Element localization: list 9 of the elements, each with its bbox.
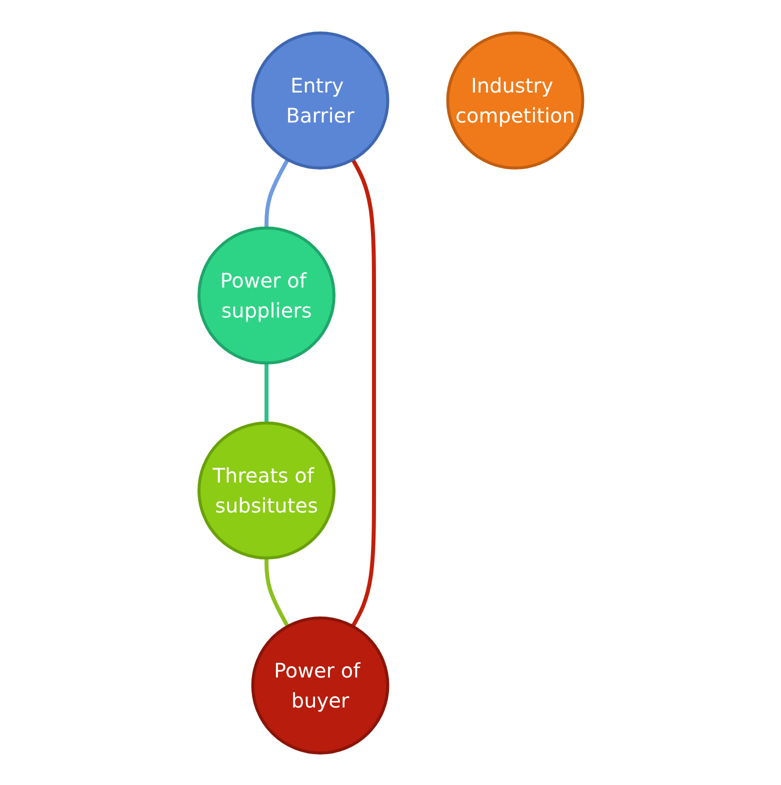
connector bbox=[350, 158, 376, 627]
node-circle: Entry Barrier bbox=[250, 31, 389, 169]
connector bbox=[264, 558, 290, 627]
node-circle: Threats of subsitutes bbox=[197, 421, 336, 559]
connector bbox=[264, 158, 290, 228]
node-circle: Power of suppliers bbox=[197, 226, 336, 364]
node-circle: Industry competition bbox=[446, 31, 584, 169]
node-circle: Power of buyer bbox=[250, 616, 389, 754]
connector bbox=[264, 362, 268, 422]
